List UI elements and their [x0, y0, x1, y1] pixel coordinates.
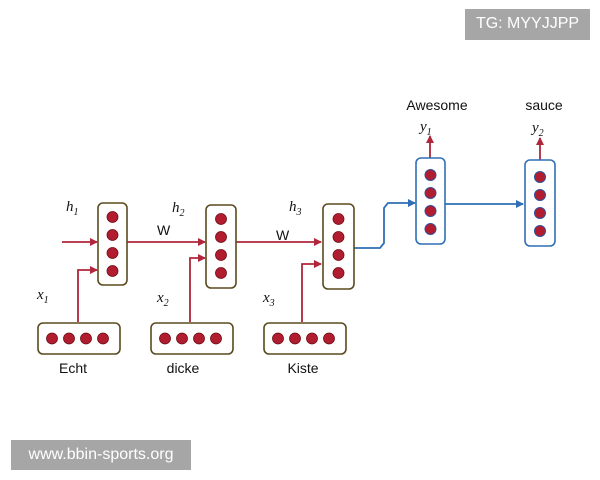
neuron — [215, 231, 227, 243]
hidden-state-h3 — [322, 203, 355, 290]
neuron — [176, 332, 188, 345]
neuron — [424, 187, 437, 199]
neuron — [323, 332, 335, 345]
watermark-top: TG: MYYJJPP — [465, 9, 590, 40]
input-vector-x1 — [37, 322, 121, 355]
output-word-1: Awesome — [406, 97, 467, 113]
hidden-state-h1 — [97, 202, 128, 286]
arrow-h3-to-decoder1 — [354, 199, 416, 249]
encoder-arrows — [62, 135, 544, 322]
label-y1: y1 — [418, 119, 432, 138]
neuron — [534, 207, 546, 219]
neuron — [106, 211, 119, 223]
label-x1: x1 — [36, 287, 49, 306]
label-x3: x3 — [262, 290, 275, 309]
neuron — [424, 223, 437, 235]
neuron — [534, 189, 546, 201]
label-h2: h2 — [172, 200, 185, 219]
decoder-state-1 — [415, 157, 446, 245]
neuron — [272, 332, 284, 345]
label-weight-2: W — [276, 227, 290, 243]
output-word-2: sauce — [525, 97, 563, 113]
neuron — [215, 213, 227, 225]
decoder-arrows — [354, 199, 524, 249]
neuron — [63, 332, 75, 345]
label-weight-1: W — [157, 222, 171, 238]
neuron — [332, 213, 345, 225]
label-h1: h1 — [66, 199, 79, 218]
neuron — [193, 332, 205, 345]
neuron — [332, 231, 345, 243]
neuron — [534, 171, 546, 183]
label-x2: x2 — [156, 290, 169, 309]
neuron — [534, 225, 546, 237]
neuron — [106, 247, 119, 259]
input-vector-x3 — [263, 322, 347, 355]
neuron — [289, 332, 301, 345]
neuron — [210, 332, 222, 345]
arrow-x3-to-h3 — [301, 260, 322, 322]
input-vector-x2 — [150, 322, 234, 355]
neuron — [424, 169, 437, 181]
neuron — [46, 332, 58, 345]
neuron — [159, 332, 171, 345]
input-word-3: Kiste — [287, 360, 318, 376]
neuron — [215, 267, 227, 279]
input-word-2: dicke — [167, 360, 200, 376]
neuron — [80, 332, 92, 345]
neuron — [106, 229, 119, 241]
hidden-state-h2 — [205, 204, 237, 289]
neuron — [332, 267, 345, 279]
watermark-bottom: www.bbin-sports.org — [11, 440, 191, 470]
arrow-x1-to-h1 — [77, 266, 98, 322]
decoder-state-2 — [524, 159, 556, 247]
neuron — [332, 249, 345, 261]
neuron — [424, 205, 437, 217]
neuron — [215, 249, 227, 261]
input-word-1: Echt — [59, 360, 87, 376]
neuron — [97, 332, 109, 345]
arrow-x2-to-h2 — [189, 254, 206, 322]
neuron — [106, 265, 119, 277]
neuron — [306, 332, 318, 345]
label-y2: y2 — [530, 120, 544, 139]
label-h3: h3 — [289, 199, 302, 218]
